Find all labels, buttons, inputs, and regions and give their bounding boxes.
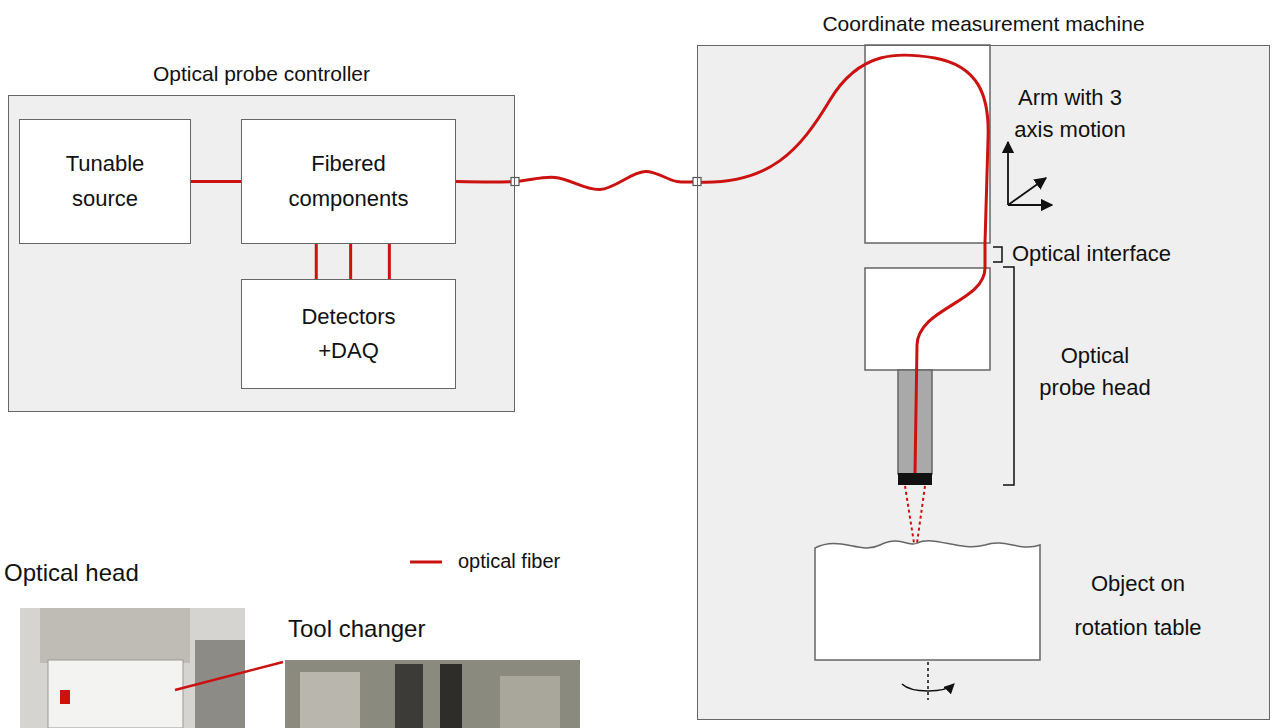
- rotation-arrow: [902, 684, 954, 691]
- fiber-connector: [388, 244, 391, 279]
- component-box: Detectors +DAQ: [241, 279, 456, 389]
- photo-label: Tool changer: [288, 612, 425, 647]
- fiber-connector: [315, 244, 318, 279]
- beam-line: [905, 486, 925, 543]
- box-label: Fibered components: [279, 147, 419, 215]
- probe-tip: [898, 473, 932, 485]
- fiber-port: [511, 178, 519, 186]
- fiber-connector: [191, 180, 241, 183]
- fiber-connector: [456, 171, 697, 189]
- component-box: Fibered components: [241, 119, 456, 244]
- box-ground: [8, 95, 515, 412]
- tool-changer-photo: [285, 660, 580, 728]
- legend-entry: optical fiber: [458, 550, 560, 573]
- leader-line: [175, 662, 283, 690]
- box-heading: Optical probe controller: [0, 62, 554, 86]
- box-heading: Coordinate measurement machine: [658, 12, 1280, 36]
- fiber-line: [697, 55, 988, 473]
- legend-text: optical fiber: [458, 550, 560, 572]
- bracket: [993, 247, 1002, 262]
- rotation-axis: [927, 662, 929, 700]
- part-label: Optical probe head: [1030, 340, 1160, 404]
- fiber-connector: [349, 244, 352, 279]
- box-label: Tunable source: [55, 147, 155, 215]
- part-label: Object on rotation table: [1063, 562, 1213, 650]
- legend-sample: [410, 561, 442, 564]
- axis-symbol: [1008, 142, 1052, 205]
- controller-box: Optical probe controllerTunable sourceFi…: [8, 95, 515, 412]
- object-shape: [815, 541, 1040, 660]
- part-label: Arm with 3 axis motion: [1000, 82, 1140, 146]
- photo-label: Optical head: [4, 556, 139, 591]
- bracket: [1003, 267, 1014, 485]
- box-ground: [697, 45, 1270, 720]
- optical-head-photo: [20, 608, 245, 728]
- component-box: Tunable source: [19, 119, 191, 244]
- part-label: Optical interface: [1012, 238, 1171, 270]
- probe-head-box: [865, 268, 990, 370]
- box-label: Detectors +DAQ: [289, 300, 409, 368]
